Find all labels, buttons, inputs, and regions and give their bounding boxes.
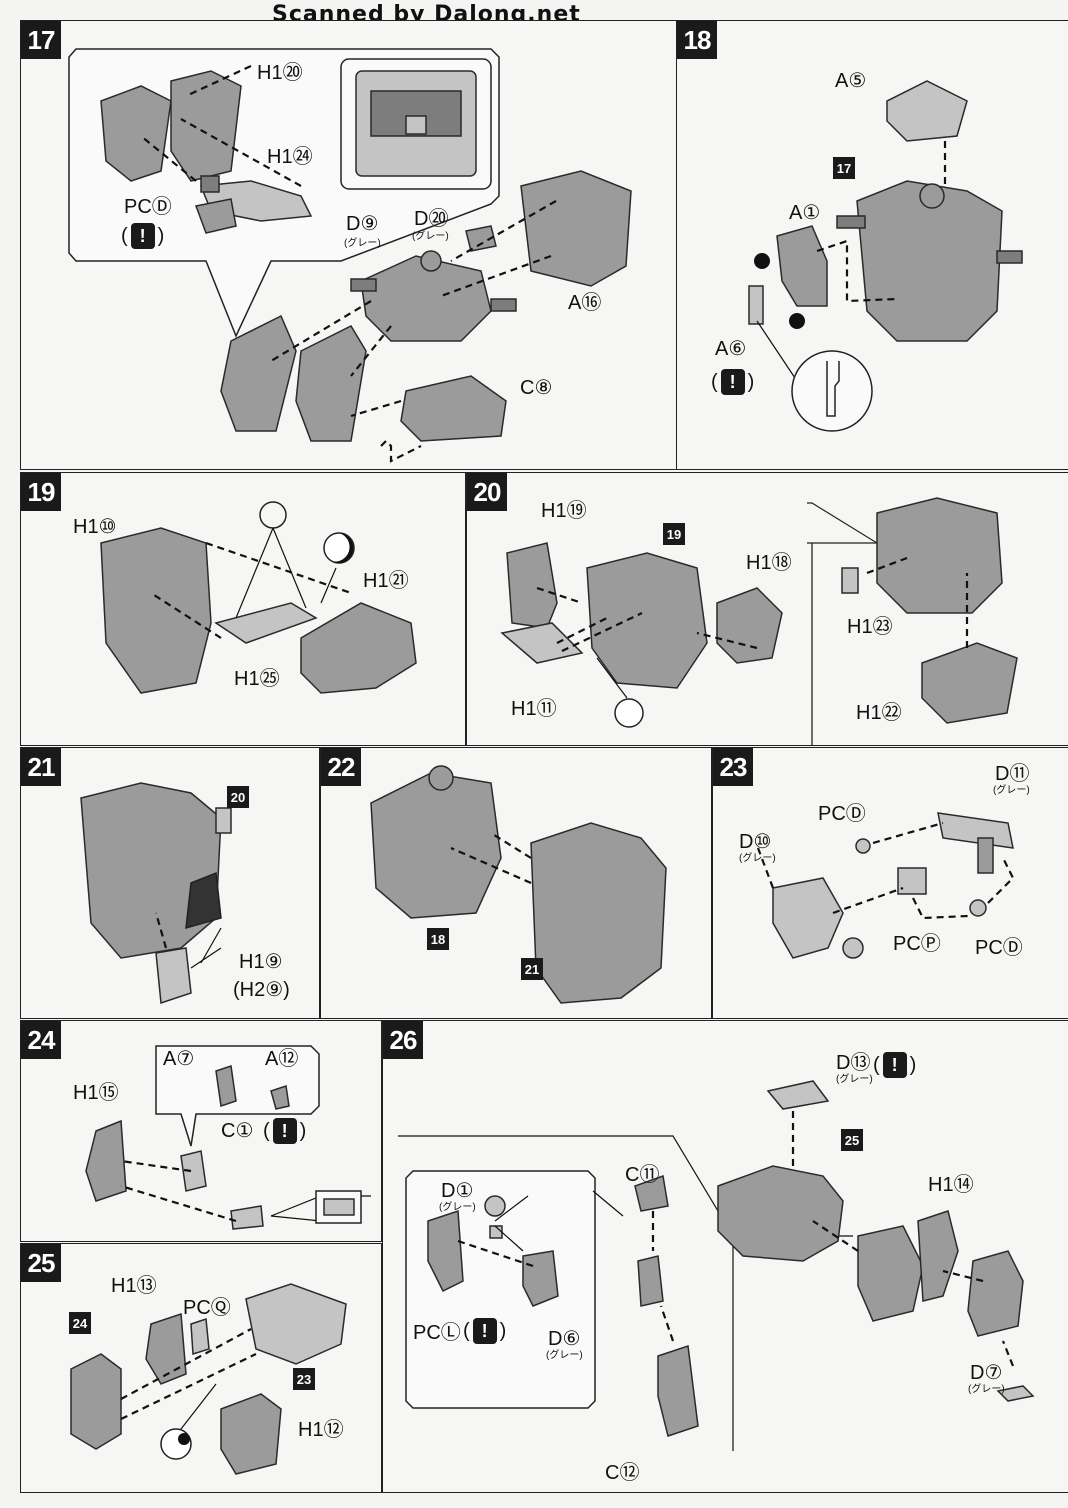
- label-h2-9: (H2⑨): [233, 979, 290, 1001]
- label-a7: A⑦: [163, 1048, 195, 1070]
- label-pc-p: PCⓅ: [893, 933, 941, 955]
- label-pc-l: PCⓁ: [413, 1322, 461, 1344]
- warning-icon: !: [882, 1052, 907, 1078]
- step-number: 17: [21, 21, 61, 59]
- ref-step-20: 20: [227, 786, 249, 808]
- warning-note: (!): [121, 223, 165, 249]
- label-h1-20: H1⑳: [257, 62, 303, 84]
- label-a16: A⑯: [568, 292, 602, 314]
- step-24-panel: 24 A⑦ A⑫ H1⑮ C① (!): [20, 1020, 382, 1242]
- step-number: 21: [21, 748, 61, 786]
- warning-icon: !: [272, 1118, 297, 1144]
- label-pc-q: PCⓆ: [183, 1297, 231, 1319]
- step-24-art: [85, 1045, 371, 1230]
- label-pc-d-2: PCⒹ: [975, 937, 1023, 959]
- step-17-panel: 17 H1⑳ H1㉔ PCⒹ (!) D⑨ (グレー) D⑳ (グレー): [20, 20, 677, 470]
- step-number: 19: [21, 473, 61, 511]
- warning-note: (!): [711, 369, 755, 395]
- step-18-panel: 18 A⑤ 17 A① A⑥ (!): [676, 20, 1068, 470]
- label-d1: D①: [441, 1180, 474, 1202]
- label-a12: A⑫: [265, 1048, 299, 1070]
- step-26-art: [398, 1080, 1035, 1451]
- warning-icon: !: [130, 223, 155, 249]
- step-number: 18: [677, 21, 717, 59]
- label-d11: D⑪: [995, 763, 1030, 785]
- label-d20: D⑳: [414, 208, 449, 230]
- label-d7: D⑦: [970, 1362, 1003, 1384]
- ref-step-21: 21: [521, 958, 543, 980]
- step-19-art: [100, 501, 417, 694]
- label-d6-sub: (グレー): [546, 1350, 583, 1361]
- label-h1-24: H1㉔: [267, 146, 313, 168]
- label-d7-sub: (グレー): [968, 1384, 1005, 1395]
- label-c8: C⑧: [520, 377, 553, 399]
- ref-step-17: 17: [833, 157, 855, 179]
- label-h1-22: H1㉒: [856, 702, 902, 724]
- label-c12: C⑫: [605, 1462, 640, 1484]
- warning-note: (!): [463, 1318, 507, 1344]
- label-pc-d-1: PCⒹ: [818, 803, 866, 825]
- step-20-art: [500, 497, 1018, 745]
- label-c1: C①: [221, 1120, 254, 1142]
- step-23-panel: 23 D⑪ (グレー) PCⒹ D⑩ (グレー) PCⓅ PCⒹ: [712, 747, 1068, 1019]
- step-number: 26: [383, 1021, 423, 1059]
- step-21-art: [80, 782, 232, 1005]
- label-c11: C⑪: [625, 1164, 660, 1186]
- label-d6: D⑥: [548, 1328, 581, 1350]
- warning-icon: !: [720, 369, 745, 395]
- label-pc-d: PCⒹ: [124, 196, 172, 218]
- step-number: 25: [21, 1244, 61, 1282]
- step-25-art: [70, 1283, 347, 1475]
- step-number: 22: [321, 748, 361, 786]
- label-d13: D⑬: [836, 1052, 871, 1074]
- label-d13-sub: (グレー): [836, 1074, 873, 1085]
- label-d1-sub: (グレー): [439, 1202, 476, 1213]
- label-h1-21: H1㉑: [363, 570, 409, 592]
- warning-icon: !: [472, 1318, 497, 1344]
- label-d9: D⑨: [346, 213, 379, 235]
- step-19-panel: 19 H1⑩ H1㉑ H1㉕: [20, 472, 466, 746]
- step-20-panel: 20 H1⑲ 19 H1⑱ H1⑪ H1㉓ H1㉒: [466, 472, 1068, 746]
- label-h1-10: H1⑩: [73, 516, 117, 538]
- ref-step-18: 18: [427, 928, 449, 950]
- ref-step-19: 19: [663, 523, 685, 545]
- label-h1-25: H1㉕: [234, 668, 280, 690]
- warning-note: (!): [873, 1052, 917, 1078]
- label-d9-sub: (グレー): [344, 238, 381, 249]
- label-h1-23: H1㉓: [847, 616, 893, 638]
- label-h1-14: H1⑭: [928, 1174, 974, 1196]
- label-d11-sub: (グレー): [993, 785, 1030, 796]
- ref-step-25: 25: [841, 1129, 863, 1151]
- label-h1-18: H1⑱: [746, 552, 792, 574]
- step-number: 24: [21, 1021, 61, 1059]
- label-h1-9: H1⑨: [239, 951, 283, 973]
- step-21-panel: 21 20 H1⑨ (H2⑨): [20, 747, 320, 1019]
- step-18-art: [748, 80, 1023, 432]
- step-22-art: [370, 765, 667, 1004]
- step-number: 23: [713, 748, 753, 786]
- label-h1-13: H1⑬: [111, 1275, 157, 1297]
- label-d10-sub: (グレー): [739, 853, 776, 864]
- label-d10: D⑩: [739, 831, 772, 853]
- step-22-panel: 22 18 21: [320, 747, 712, 1019]
- label-h1-15: H1⑮: [73, 1082, 119, 1104]
- label-h1-11: H1⑪: [511, 698, 557, 720]
- step-23-art: [756, 812, 1015, 959]
- ref-step-24: 24: [69, 1312, 91, 1334]
- label-d20-sub: (グレー): [412, 231, 449, 242]
- step-17-art: [68, 48, 632, 463]
- step-25-panel: 25 H1⑬ PCⓆ 24 23 H1⑫: [20, 1243, 382, 1493]
- label-a6: A⑥: [715, 338, 747, 360]
- label-h1-19: H1⑲: [541, 500, 587, 522]
- label-h1-12: H1⑫: [298, 1419, 344, 1441]
- step-26-panel: 26 D⑬ (グレー) (!) 25 H1⑭ D① (グレー) C⑪ PCⓁ (…: [382, 1020, 1068, 1493]
- label-a1: A①: [789, 202, 821, 224]
- step-number: 20: [467, 473, 507, 511]
- ref-step-23: 23: [293, 1368, 315, 1390]
- warning-note: (!): [263, 1118, 307, 1144]
- label-a5: A⑤: [835, 70, 867, 92]
